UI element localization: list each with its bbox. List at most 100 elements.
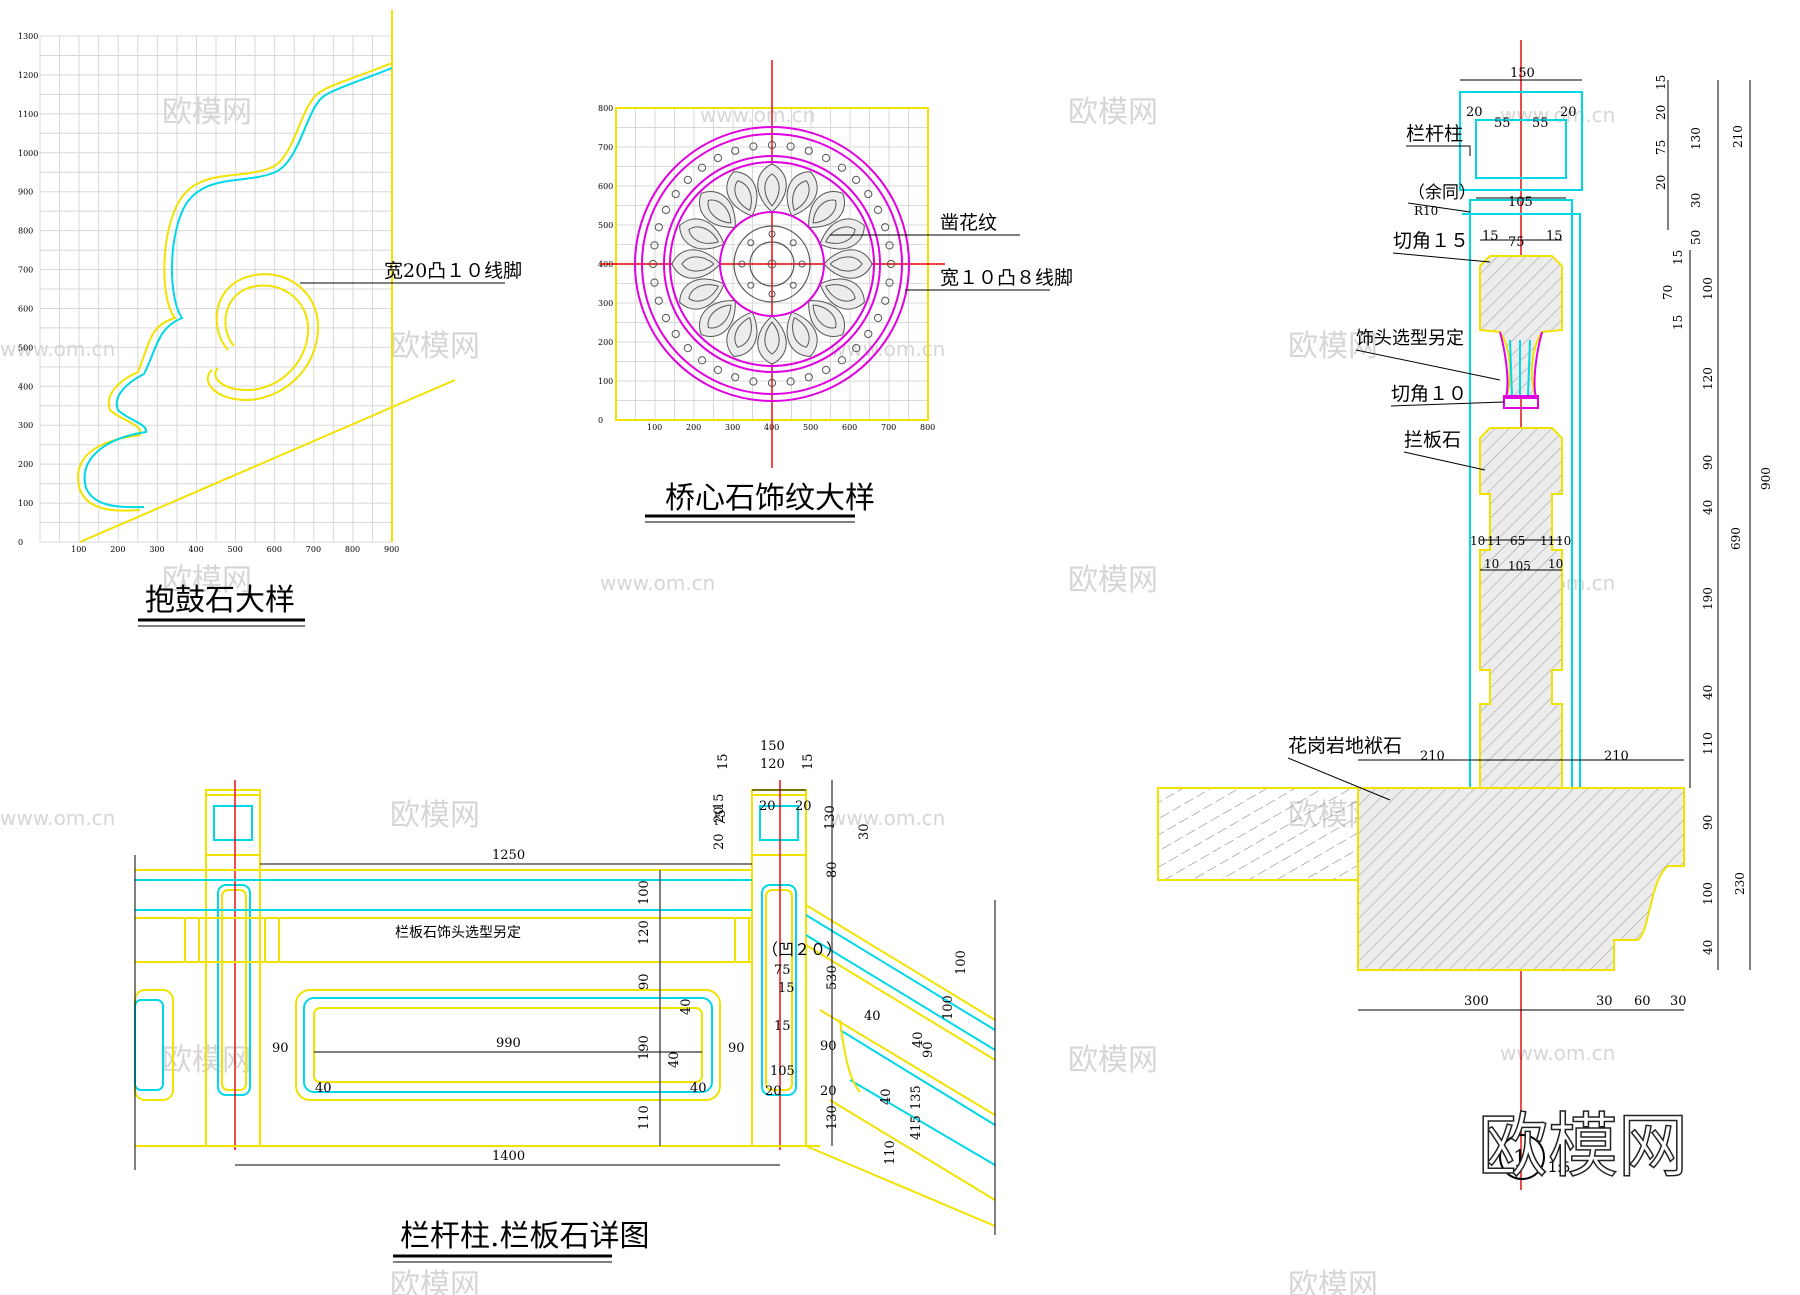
railing-dimension: 20 [765, 1084, 782, 1099]
seed [798, 260, 806, 268]
bead [713, 153, 723, 163]
bead [713, 365, 723, 375]
section-vertical-dim: 100 [1701, 277, 1715, 300]
bead [864, 329, 873, 339]
lotus-petal [823, 249, 873, 279]
section-label: 拦板石 [1404, 429, 1461, 451]
section-base-dim: 30 [1596, 994, 1613, 1009]
baluster-left [264, 917, 280, 963]
incline-rail-5 [819, 1009, 996, 1116]
section-leader [1406, 145, 1471, 156]
section-vertical-dim: 50 [1689, 230, 1703, 245]
watermark-brand: 欧模网 [1068, 563, 1158, 598]
bead [731, 146, 740, 155]
drum-grid [39, 35, 393, 543]
railing-dimension: 90 [637, 973, 652, 990]
section-base-dim: 30 [1670, 994, 1687, 1009]
bead [654, 223, 663, 232]
section-vertical-dim: 90 [1701, 815, 1715, 830]
watermarks: 欧模网 欧模网 欧模网 欧模网 欧模网 欧模网 欧模网 欧模网 欧模网 欧模网 … [0, 95, 1615, 1295]
bead [786, 142, 795, 151]
drum-y-tick: 300 [18, 421, 33, 430]
section-label: 饰头选型另定 [1356, 328, 1464, 349]
lotus-petal [679, 218, 725, 250]
railing-note: 栏板石饰头选型另定 [395, 925, 521, 941]
watermark-brand: 欧模网 [390, 1268, 480, 1295]
lotus-petal [757, 315, 787, 365]
medallion-title: 桥心石饰纹大样 [665, 481, 875, 516]
railing-dimension: 15 [778, 981, 795, 996]
drum-title: 抱鼓石大样 [145, 583, 295, 618]
section-scale: 1:5 [1548, 1160, 1571, 1176]
seed [789, 281, 797, 289]
section-mid-dim: 65 [1510, 534, 1525, 548]
drum-outline-inner [83, 67, 393, 509]
railing-dimension: 30 [857, 823, 872, 840]
drum-y-tick: 100 [18, 499, 33, 508]
drum-note: 宽20凸１０线脚 [384, 260, 522, 282]
seed [747, 239, 755, 247]
section-leader [1392, 252, 1491, 263]
lotus-petal [679, 278, 725, 310]
watermark-brand: 欧模网 [162, 95, 252, 130]
railing-dimension: 150 [760, 739, 785, 754]
baluster-right [734, 917, 750, 963]
incline-rail-3 [805, 934, 996, 1051]
section-vertical-dim: 70 [1661, 285, 1675, 300]
railing-dimension: 15 [774, 1019, 791, 1034]
railing-dimension: 75 [774, 963, 791, 978]
drum-y-tick: 1000 [18, 149, 38, 158]
section-mid-dim: 105 [1508, 559, 1531, 573]
railing-dimension: 80 [825, 861, 840, 878]
bead [852, 344, 861, 353]
drum-x-tick: 700 [306, 545, 321, 554]
section-top-dim: 55 [1532, 116, 1549, 131]
panel-mid [303, 997, 713, 1093]
section-base-dim: 300 [1464, 994, 1489, 1009]
section-label: 切角１０ [1391, 383, 1467, 405]
watermark-brand: 欧模网 [162, 563, 252, 598]
medallion-ring-mid [663, 155, 881, 373]
railing-dimension: 110 [883, 1140, 898, 1165]
watermark-url: www.om.cn [1500, 103, 1615, 127]
bead [837, 163, 847, 172]
incline-rail-2 [805, 914, 996, 1031]
medallion-y-tick: 200 [598, 338, 613, 347]
lotus-petal [808, 191, 845, 228]
left-post-panel-2 [221, 889, 247, 1091]
section-label: 切角１５ [1393, 230, 1469, 252]
railing-dimension: 40 [679, 998, 694, 1015]
drum-x-tick: 900 [384, 545, 399, 554]
medallion-y-tick: 500 [598, 221, 613, 230]
medallion-ring-outer [634, 126, 910, 402]
section-base-dim: 210 [1420, 749, 1445, 764]
railing-dimension: 40 [690, 1081, 707, 1096]
section-leader [1287, 757, 1391, 801]
post-cap-outline [1459, 91, 1583, 191]
lotus-petal [671, 249, 721, 279]
section-vertical-dim: 75 [1654, 140, 1668, 155]
panel-outer [295, 989, 721, 1101]
bead [821, 153, 831, 163]
bead [881, 223, 890, 232]
railing-dimension: 90 [728, 1041, 745, 1056]
section-vertical-dim: 190 [1701, 587, 1715, 610]
medallion-x-tick: 800 [920, 423, 935, 432]
left-post [205, 789, 261, 1147]
railing-dimension: 15 [716, 753, 731, 770]
drum-x-tick: 600 [267, 545, 282, 554]
medallion-y-tick: 100 [598, 377, 613, 386]
watermark-url: www.om.cn [600, 571, 715, 595]
drum-y-tick: 0 [18, 538, 23, 547]
drum-y-tick: 900 [18, 188, 33, 197]
bead [804, 146, 813, 155]
railing-dimension: 90 [820, 1039, 837, 1054]
railing-dimension: 15 [712, 793, 727, 810]
drum-x-tick: 100 [71, 545, 86, 554]
railing-dimension: 130 [825, 1105, 840, 1130]
